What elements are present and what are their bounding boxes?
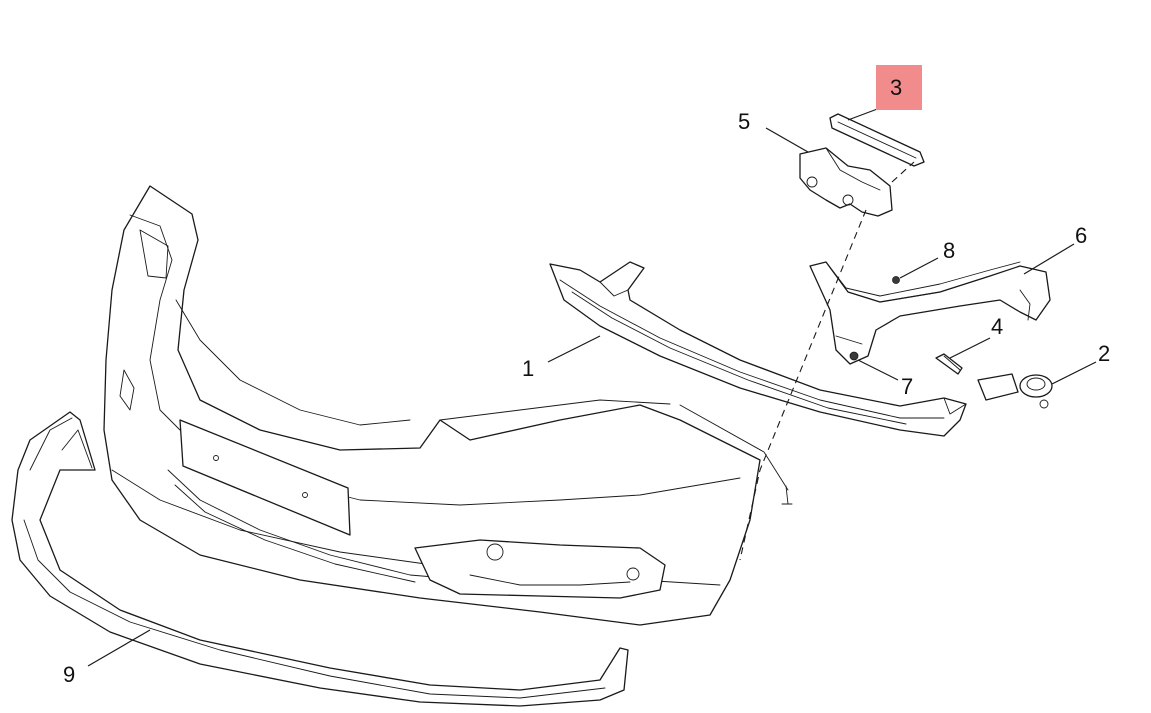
callout-4: 4 (991, 314, 1004, 339)
part-5-bracket (799, 147, 893, 217)
callout-1: 1 (522, 356, 535, 381)
part-2-grommet (977, 373, 1053, 409)
callout-2: 2 (1098, 341, 1111, 366)
assembly-lines (679, 161, 915, 561)
callout-3-highlight (876, 65, 922, 110)
part-8-fastener (892, 276, 900, 284)
callout-7: 7 (901, 374, 914, 399)
part-6-side-bracket (809, 261, 1051, 365)
callout-5: 5 (738, 109, 751, 134)
part-7-fastener (849, 351, 859, 361)
part-3-retainer (829, 113, 925, 167)
callout-8: 8 (943, 238, 956, 263)
callout-6: 6 (1075, 223, 1088, 248)
leader-lines (87, 107, 1097, 667)
callout-3: 3 (890, 75, 903, 100)
fascia-screw (781, 485, 793, 505)
bumper-fascia (103, 185, 761, 626)
part-1-reinforcement (549, 261, 967, 437)
part-4-bolt (935, 353, 963, 375)
part-9-lower-spoiler (11, 411, 629, 707)
callout-9: 9 (63, 662, 76, 687)
